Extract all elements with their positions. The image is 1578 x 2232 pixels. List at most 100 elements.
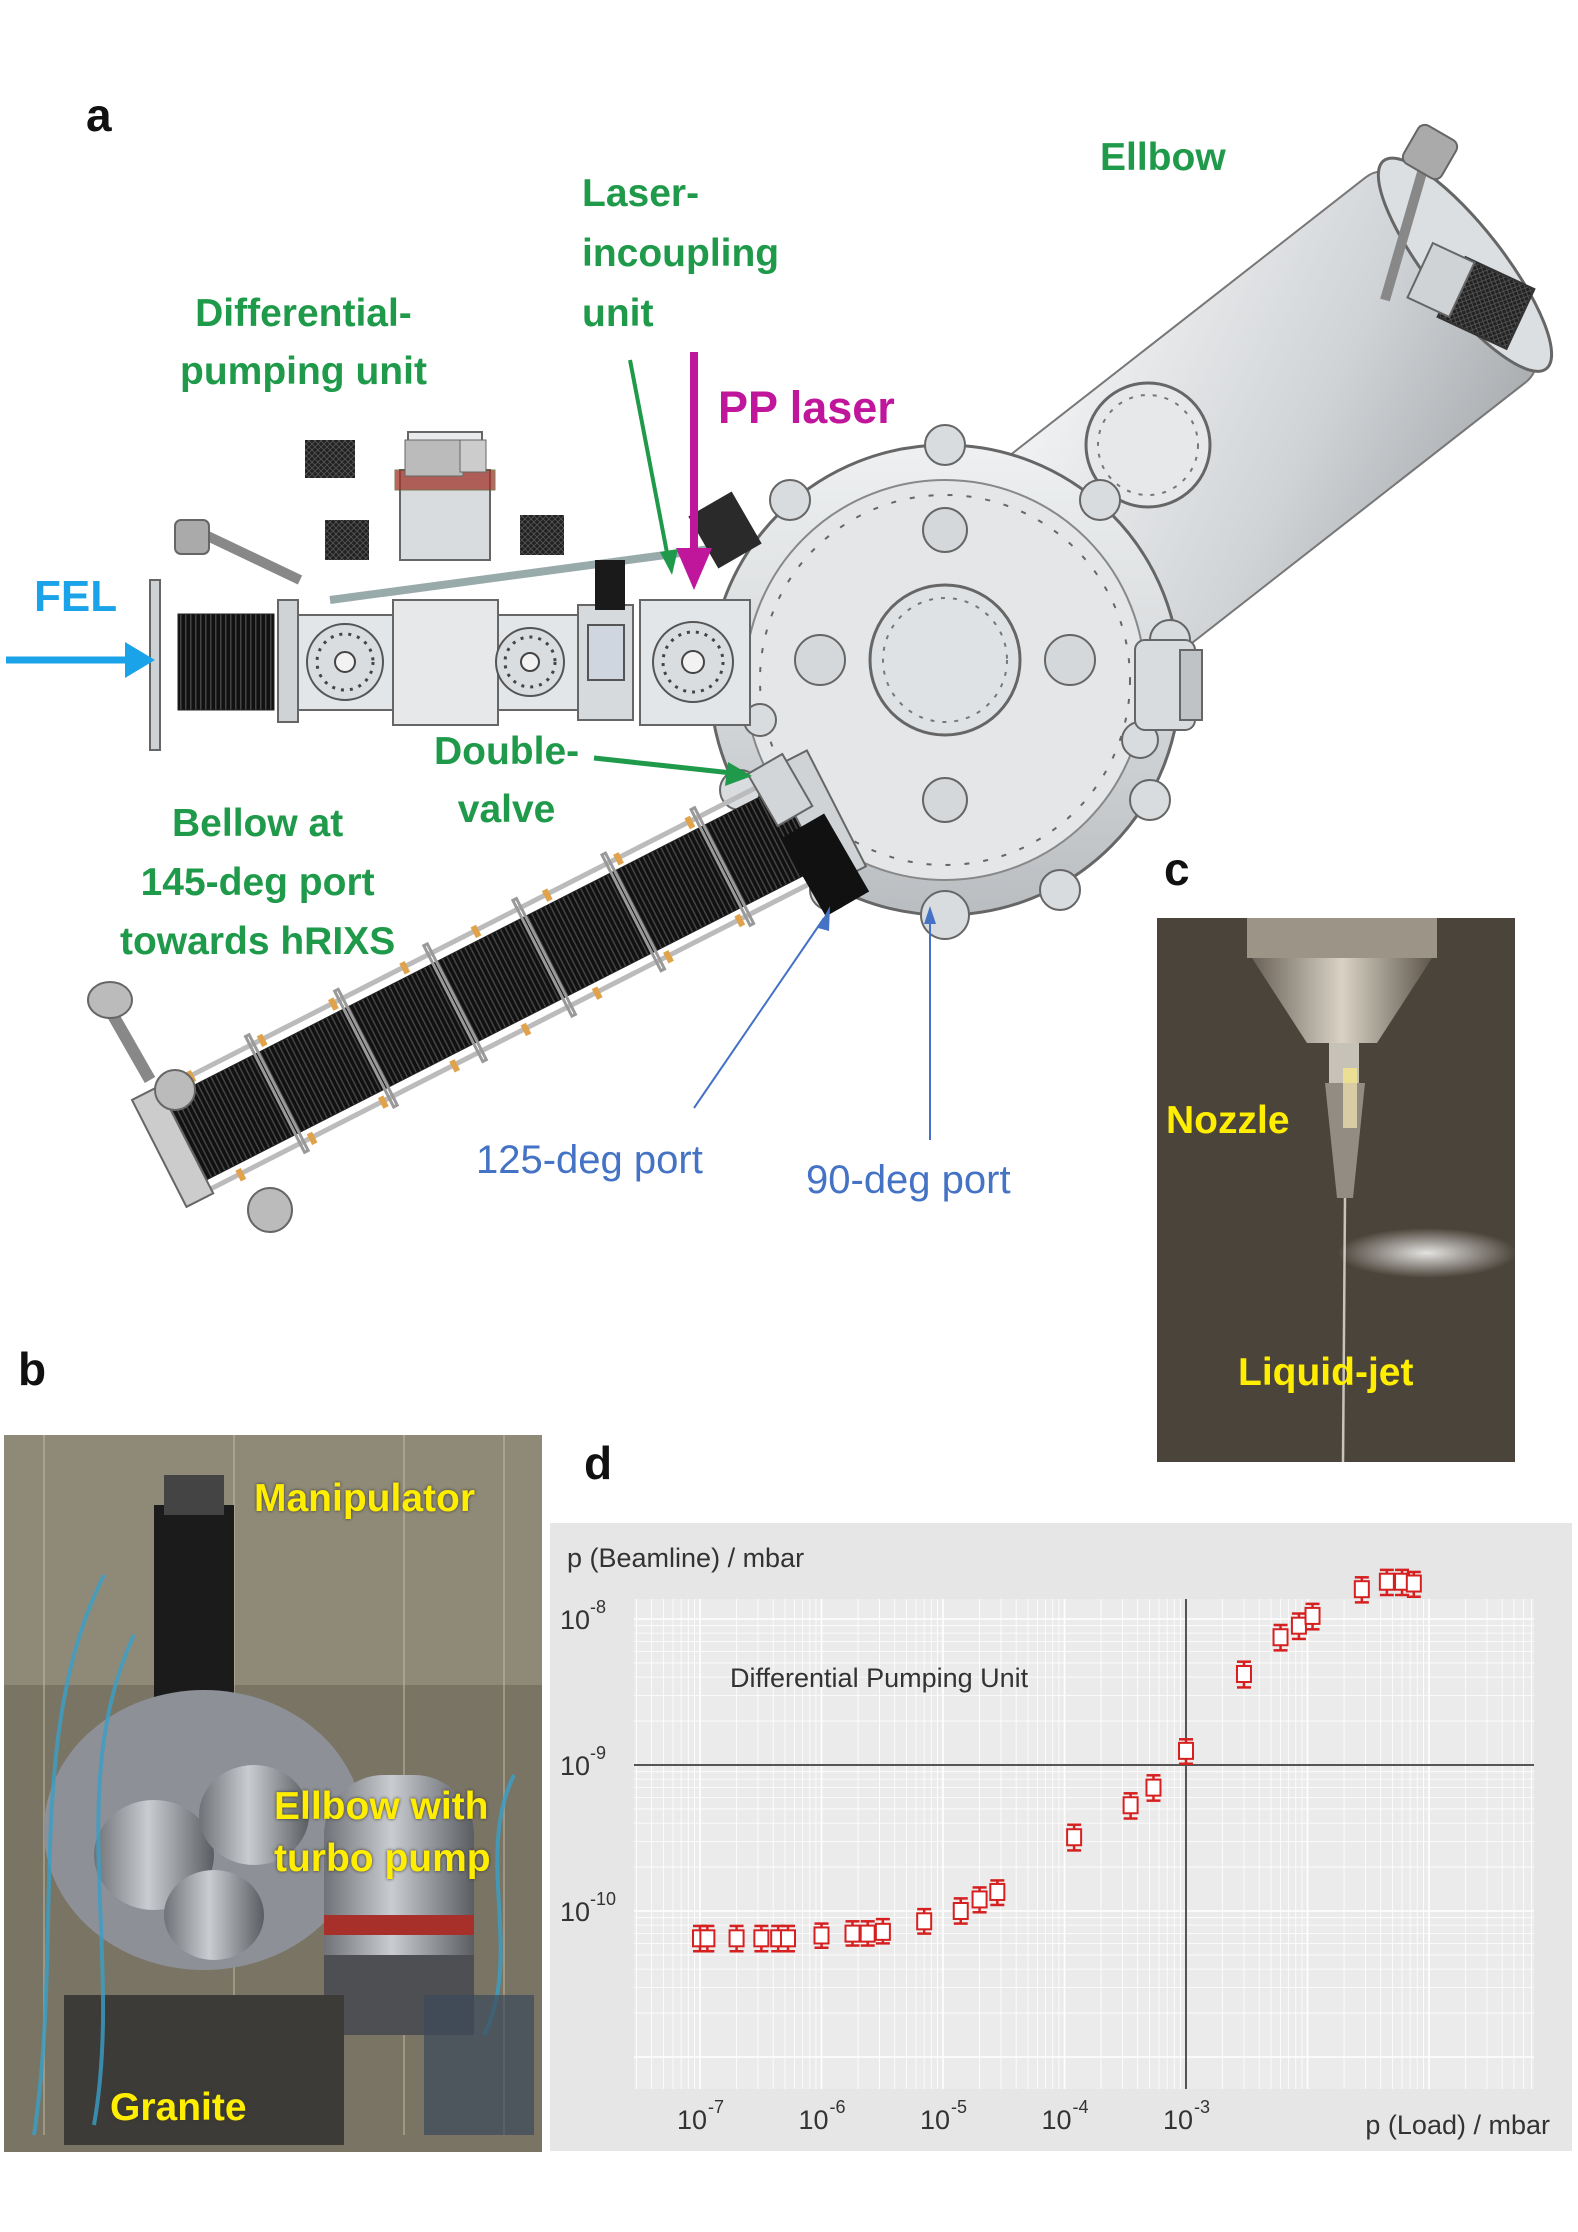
y-tick-label: 10 [560, 1897, 590, 1927]
label-manipulator: Manipulator [254, 1477, 475, 1520]
vacuum-chamber-drawing [6, 123, 1554, 1233]
x-tick-exponent: -4 [1072, 2097, 1088, 2117]
data-point [989, 1879, 1006, 1907]
setup-photo-illustration [4, 1435, 542, 2152]
x-tick-label: 10 [798, 2105, 828, 2135]
data-point [844, 1920, 861, 1947]
nozzle-photo [1157, 918, 1515, 1462]
label-differential-pumping: Differential- pumping unit [180, 292, 427, 394]
data-point [859, 1920, 876, 1947]
data-point [1290, 1612, 1307, 1641]
label-bellow-line1: Bellow at [172, 802, 344, 845]
point-marker [844, 1924, 861, 1943]
x-tick-label: 10 [1163, 2105, 1193, 2135]
data-point [753, 1924, 770, 1953]
label-ellbow-turbo: Ellbow with turbo pump [274, 1784, 491, 1882]
nozzle-photo-illustration [1157, 918, 1515, 1462]
point-marker [1304, 1606, 1321, 1625]
data-point [779, 1924, 796, 1953]
data-point [1405, 1570, 1422, 1599]
label-90-deg-port: 90-deg port [806, 1158, 1011, 1202]
panel-letter-c: c [1164, 843, 1190, 895]
point-marker [813, 1926, 830, 1945]
x-tick-label: 10 [1041, 2105, 1071, 2135]
label-bellow: Bellow at 145-deg port towards hRIXS [120, 802, 395, 964]
x-tick-exponent: -5 [951, 2097, 967, 2117]
y-tick-exponent: -8 [590, 1597, 606, 1617]
label-liquid-jet: Liquid-jet [1238, 1351, 1414, 1394]
label-laser-incoupling-line3: unit [582, 292, 654, 335]
data-point [728, 1924, 745, 1953]
panel-letter-a: a [86, 89, 112, 141]
data-point [813, 1922, 830, 1950]
data-point [971, 1886, 988, 1914]
point-marker [1290, 1616, 1307, 1635]
label-bellow-line3: towards hRIXS [120, 920, 396, 963]
point-marker [699, 1929, 716, 1948]
data-point [1066, 1823, 1083, 1852]
data-point [1394, 1568, 1411, 1597]
label-differential-pumping-line1: Differential- [195, 292, 412, 335]
label-pp-laser: PP laser [718, 382, 895, 433]
point-marker [916, 1912, 933, 1931]
point-marker [1272, 1628, 1289, 1647]
point-marker [1405, 1574, 1422, 1593]
reference-lines [634, 1599, 1534, 2089]
point-marker [779, 1929, 796, 1948]
data-point [1178, 1738, 1194, 1765]
data-point [1304, 1602, 1321, 1631]
setup-photo [4, 1435, 542, 2152]
label-nozzle: Nozzle [1166, 1099, 1290, 1142]
point-marker [1178, 1741, 1194, 1760]
data-point [1122, 1792, 1139, 1820]
point-marker [1235, 1665, 1252, 1684]
panel-letter-d: d [584, 1437, 613, 1489]
data-point [1378, 1568, 1395, 1597]
label-bellow-line2: 145-deg port [140, 861, 375, 904]
plot-area [634, 1599, 1534, 2089]
label-125-deg-port: 125-deg port [476, 1138, 703, 1182]
y-tick-exponent: -9 [590, 1743, 606, 1763]
data-point [1235, 1660, 1252, 1689]
y-tick-label: 10 [560, 1605, 590, 1635]
data-point [1145, 1774, 1162, 1802]
data-point [1272, 1623, 1289, 1652]
point-marker [1066, 1828, 1083, 1847]
data-points [692, 1568, 1422, 1953]
data-point [1353, 1576, 1370, 1604]
point-marker [1378, 1572, 1395, 1591]
point-marker [1122, 1796, 1139, 1815]
x-tick-label: 10 [920, 2105, 950, 2135]
label-ellbow: Ellbow [1100, 136, 1226, 179]
point-marker [971, 1890, 988, 1909]
point-marker [989, 1882, 1006, 1901]
label-double-valve: Double- valve [434, 730, 579, 832]
x-tick-exponent: -6 [829, 2097, 845, 2117]
point-marker [728, 1929, 745, 1948]
x-tick-exponent: -3 [1194, 2097, 1210, 2117]
data-point [699, 1924, 716, 1953]
grid [634, 1599, 1534, 2089]
point-marker [859, 1924, 876, 1943]
point-marker [874, 1922, 891, 1941]
point-marker [753, 1929, 770, 1948]
data-point [874, 1917, 891, 1945]
x-tick-label: 10 [677, 2105, 707, 2135]
label-laser-incoupling-line1: Laser- [582, 172, 700, 215]
label-double-valve-line1: Double- [434, 730, 580, 773]
y-axis-label: p (Beamline) / mbar [567, 1543, 804, 1573]
point-marker [952, 1902, 969, 1920]
chart-annotation: Differential Pumping Unit [730, 1663, 1029, 1693]
panel-letter-b: b [18, 1343, 47, 1395]
label-double-valve-line2: valve [457, 788, 556, 831]
label-ellbow-turbo-line2: turbo pump [274, 1837, 491, 1880]
label-ellbow-turbo-line1: Ellbow with [274, 1785, 489, 1828]
x-axis-label: p (Load) / mbar [1365, 2110, 1550, 2140]
label-laser-incoupling-line2: incoupling [582, 232, 780, 275]
y-tick-exponent: -10 [590, 1889, 616, 1909]
point-marker [1353, 1580, 1370, 1599]
data-point [916, 1907, 933, 1935]
